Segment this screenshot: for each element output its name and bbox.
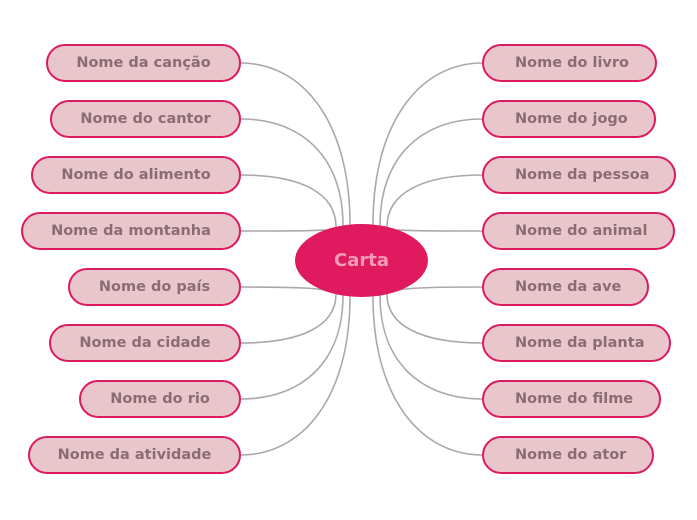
right-node-livro[interactable]: Nome do livro xyxy=(482,44,657,82)
right-node-ave[interactable]: Nome da ave xyxy=(482,268,649,306)
connector-left-3 xyxy=(240,228,327,232)
connector-right-3 xyxy=(396,228,483,232)
connector-left-6 xyxy=(240,295,344,400)
right-node-filme[interactable]: Nome do filme xyxy=(482,380,661,418)
connector-right-4 xyxy=(396,286,483,293)
connector-right-7 xyxy=(372,296,483,456)
right-node-planta[interactable]: Nome da planta xyxy=(482,324,671,362)
left-node-cidade[interactable]: Nome da cidade xyxy=(49,324,241,362)
left-node-atividade[interactable]: Nome da atividade xyxy=(28,436,241,474)
right-node-ator[interactable]: Nome do ator xyxy=(482,436,654,474)
right-node-jogo[interactable]: Nome do jogo xyxy=(482,100,656,138)
connector-right-2 xyxy=(386,174,483,227)
connector-right-6 xyxy=(379,295,483,400)
connector-left-4 xyxy=(240,286,327,293)
left-node-cantor[interactable]: Nome do cantor xyxy=(50,100,241,138)
right-node-animal[interactable]: Nome do animal xyxy=(482,212,675,250)
connector-right-0 xyxy=(372,62,483,225)
connector-left-5 xyxy=(240,294,337,344)
left-node-pais[interactable]: Nome do país xyxy=(68,268,241,306)
left-node-rio[interactable]: Nome do rio xyxy=(79,380,241,418)
right-node-pessoa[interactable]: Nome da pessoa xyxy=(482,156,676,194)
connector-left-7 xyxy=(240,296,351,456)
center-node[interactable]: Carta xyxy=(295,224,428,297)
connector-right-1 xyxy=(379,118,483,226)
left-node-montanha[interactable]: Nome da montanha xyxy=(21,212,241,250)
connector-left-1 xyxy=(240,118,344,226)
connector-left-0 xyxy=(240,62,351,225)
connector-right-5 xyxy=(386,294,483,344)
left-node-cancao[interactable]: Nome da canção xyxy=(46,44,241,82)
left-node-alimento[interactable]: Nome do alimento xyxy=(31,156,241,194)
connector-left-2 xyxy=(240,174,337,227)
